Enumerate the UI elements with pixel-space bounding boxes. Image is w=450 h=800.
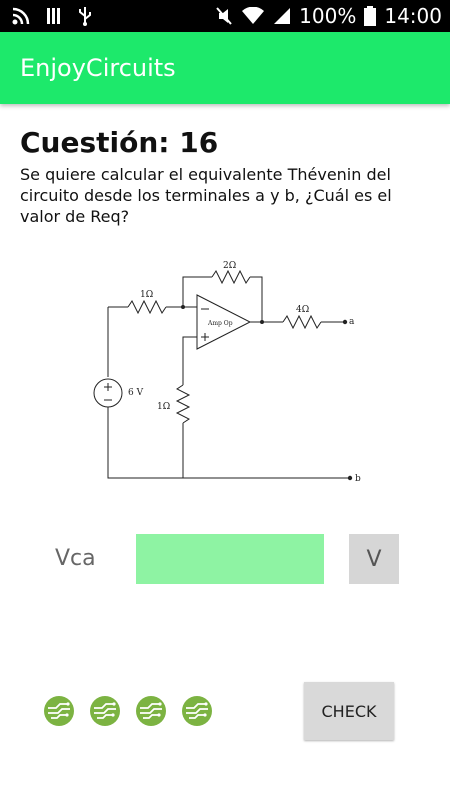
source-label: 6 V	[128, 388, 144, 398]
terminal-b-label: b	[355, 474, 361, 484]
rss-icon	[12, 7, 30, 25]
resistor-2-label: 2Ω	[223, 261, 236, 271]
question-text: Se quiere calcular el equivalente Théven…	[20, 165, 392, 226]
clock: 14:00	[384, 4, 442, 28]
battery-icon	[364, 6, 377, 26]
circuit-board-icon	[90, 696, 120, 726]
status-bar: 100% 14:00	[0, 0, 450, 32]
circuit-diagram: 2Ω 1Ω 4Ω 1Ω 6 V Amp Op a b	[93, 261, 361, 484]
wifi-icon	[242, 7, 265, 24]
resistor-4-label: 4Ω	[296, 305, 309, 315]
check-button[interactable]: CHECK	[304, 682, 394, 740]
resistor-vertical-label: 1Ω	[157, 402, 170, 412]
mute-icon	[216, 7, 232, 25]
answer-label: Vca	[55, 546, 96, 571]
circuit-board-icon	[182, 696, 212, 726]
signal-icon	[274, 8, 291, 24]
answer-input[interactable]	[136, 534, 324, 584]
battery-percent: 100%	[299, 4, 357, 28]
usb-icon	[79, 7, 91, 26]
app-bar: EnjoyCircuits	[0, 32, 450, 104]
tries-indicator	[44, 696, 212, 726]
circuit-board-icon	[136, 696, 166, 726]
question-title: Cuestión: 16	[20, 126, 219, 159]
opamp-label: Amp Op	[207, 320, 233, 327]
app-title: EnjoyCircuits	[20, 54, 176, 82]
resistor-1-label: 1Ω	[140, 290, 153, 300]
circuit-board-icon	[44, 696, 74, 726]
unit-button[interactable]: V	[349, 534, 399, 584]
sim-card-icon	[47, 8, 60, 24]
terminal-a-label: a	[349, 317, 355, 327]
